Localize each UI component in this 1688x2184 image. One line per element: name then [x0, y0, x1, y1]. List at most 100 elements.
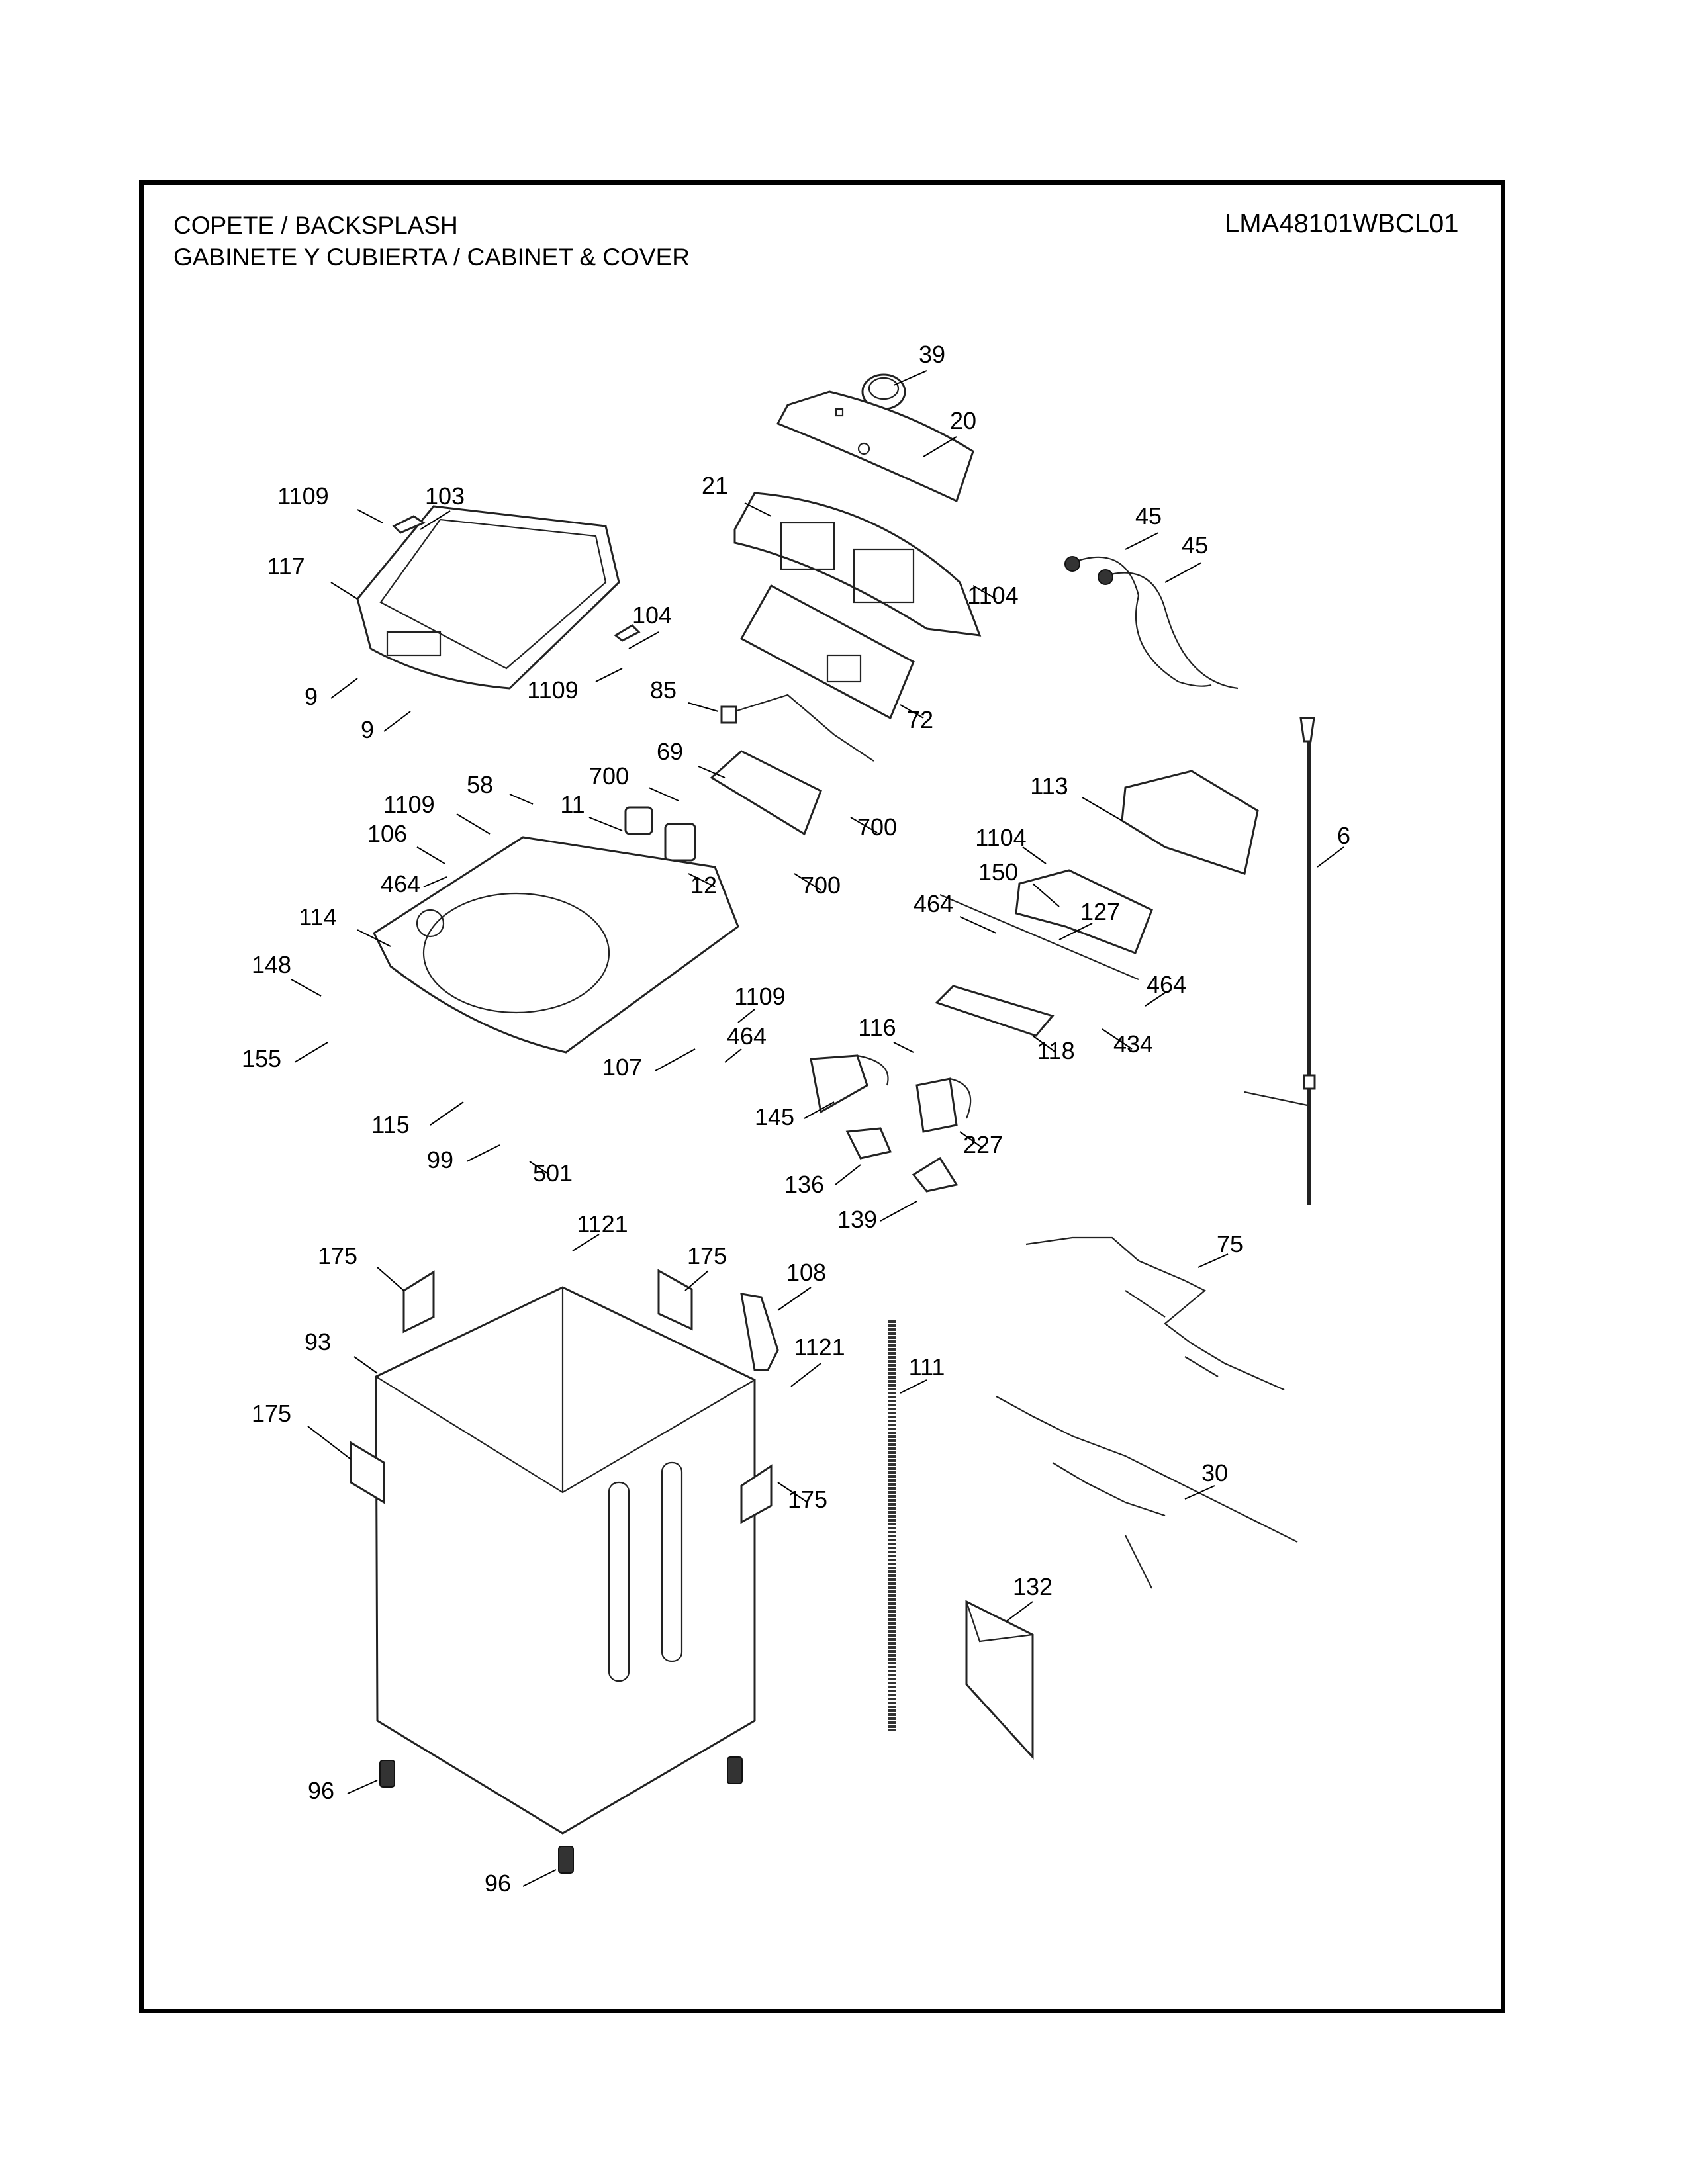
- leader-line-75: [1197, 1253, 1229, 1268]
- callout-label-103: 103: [425, 482, 465, 510]
- callout-label-93: 93: [305, 1328, 331, 1355]
- leader-line-1121: [572, 1234, 600, 1251]
- leader-line-21: [744, 502, 772, 517]
- callout-label-1121: 1121: [577, 1210, 628, 1238]
- part-inlet-hoses-45: [1064, 556, 1239, 690]
- leader-line-93: [353, 1356, 378, 1374]
- leader-line-1109: [357, 509, 383, 523]
- callout-label-175: 175: [252, 1400, 291, 1427]
- callout-label-145: 145: [755, 1103, 794, 1130]
- leader-line-99: [466, 1144, 500, 1162]
- callout-label-139: 139: [837, 1206, 877, 1233]
- callout-label-148: 148: [252, 951, 291, 978]
- part-water-valves-11-12: [624, 806, 696, 862]
- leader-line-155: [294, 1042, 328, 1063]
- callout-label-700: 700: [589, 762, 629, 790]
- diagram-frame: [139, 180, 1505, 2013]
- part-top-cover-114: [373, 836, 739, 1054]
- callout-label-9: 9: [361, 716, 374, 743]
- callout-label-99: 99: [427, 1146, 453, 1173]
- callout-label-464: 464: [914, 890, 953, 917]
- callout-label-1104: 1104: [967, 582, 1018, 609]
- leader-line-132: [1006, 1601, 1033, 1622]
- leader-line-127: [1058, 923, 1093, 940]
- callout-label-1104: 1104: [975, 824, 1026, 851]
- callout-label-96: 96: [485, 1870, 511, 1897]
- leader-line-175: [777, 1482, 808, 1503]
- leader-line-96: [347, 1780, 378, 1794]
- callout-label-85: 85: [650, 676, 677, 704]
- callout-label-1121: 1121: [794, 1334, 845, 1361]
- callout-label-106: 106: [367, 820, 407, 847]
- leader-line-118: [1032, 1035, 1056, 1053]
- callout-label-108: 108: [786, 1259, 826, 1286]
- callout-label-464: 464: [1147, 971, 1186, 998]
- leader-line-30: [1184, 1485, 1215, 1500]
- leader-line-96: [522, 1869, 557, 1887]
- callout-label-175: 175: [687, 1242, 727, 1269]
- part-control-board-72: [739, 584, 915, 720]
- callout-label-69: 69: [657, 738, 683, 765]
- leader-line-6: [1317, 846, 1344, 868]
- leader-line-115: [430, 1101, 464, 1126]
- callout-label-117: 117: [267, 553, 305, 580]
- leader-line-39: [893, 370, 927, 386]
- leader-line-58: [509, 794, 534, 805]
- callout-label-115: 115: [371, 1111, 409, 1138]
- leader-line-464: [1145, 992, 1166, 1007]
- part-harness-30: [996, 1396, 1298, 1589]
- callout-label-175: 175: [788, 1486, 827, 1513]
- callout-label-114: 114: [299, 903, 336, 931]
- callout-label-1109: 1109: [734, 983, 785, 1010]
- callout-label-45: 45: [1182, 531, 1208, 559]
- part-hinges-103-104: [392, 515, 641, 642]
- leader-line-69: [698, 766, 726, 778]
- part-harness-75: [1025, 1236, 1285, 1391]
- leader-line-1104: [972, 585, 997, 600]
- section-title-cabinet-cover: GABINETE Y CUBIERTA / CABINET & COVER: [173, 244, 690, 271]
- callout-label-175: 175: [318, 1242, 357, 1269]
- leader-line-9: [330, 678, 358, 699]
- callout-label-104: 104: [632, 602, 672, 629]
- callout-label-700: 700: [857, 813, 897, 841]
- leader-line-72: [900, 704, 924, 719]
- part-labels-175: [350, 1269, 773, 1524]
- leader-line-175: [377, 1267, 404, 1291]
- callout-label-1109: 1109: [383, 791, 434, 818]
- part-lid-117: [356, 505, 620, 690]
- callout-label-39: 39: [919, 341, 945, 368]
- callout-label-111: 111: [909, 1353, 945, 1381]
- callout-label-155: 155: [242, 1045, 281, 1072]
- leader-line-227: [959, 1131, 984, 1149]
- callout-label-116: 116: [858, 1014, 896, 1041]
- leader-line-1121: [790, 1363, 821, 1387]
- leader-line-150: [1032, 883, 1060, 907]
- part-manual-132: [965, 1600, 1034, 1760]
- part-drawer-145: [810, 1054, 889, 1114]
- section-title-backsplash: COPETE / BACKSPLASH: [173, 212, 458, 239]
- part-brackets-136-139: [845, 1127, 959, 1193]
- part-board-cover-69: [710, 750, 822, 836]
- callout-label-6: 6: [1337, 822, 1350, 849]
- leader-line-116: [893, 1042, 914, 1053]
- leader-line-175: [307, 1426, 352, 1460]
- callout-label-118: 118: [1037, 1037, 1074, 1064]
- leader-line-107: [655, 1048, 696, 1071]
- leader-line-114: [357, 929, 391, 947]
- callout-label-150: 150: [978, 858, 1018, 886]
- callout-label-30: 30: [1201, 1459, 1228, 1486]
- callout-label-11: 11: [560, 791, 585, 818]
- callout-label-58: 58: [467, 771, 493, 798]
- leader-line-700: [648, 787, 679, 801]
- callout-label-72: 72: [907, 706, 933, 733]
- leader-line-12: [688, 873, 716, 887]
- part-pump-bracket-108: [740, 1293, 779, 1371]
- part-tray-118: [935, 985, 1055, 1037]
- leader-line-108: [777, 1287, 812, 1311]
- part-power-cord-6: [1244, 717, 1316, 1205]
- part-dispenser-frame-127: [1015, 869, 1153, 954]
- callout-label-45: 45: [1135, 502, 1162, 529]
- callout-label-96: 96: [308, 1777, 334, 1804]
- part-seal-434: [939, 893, 1139, 981]
